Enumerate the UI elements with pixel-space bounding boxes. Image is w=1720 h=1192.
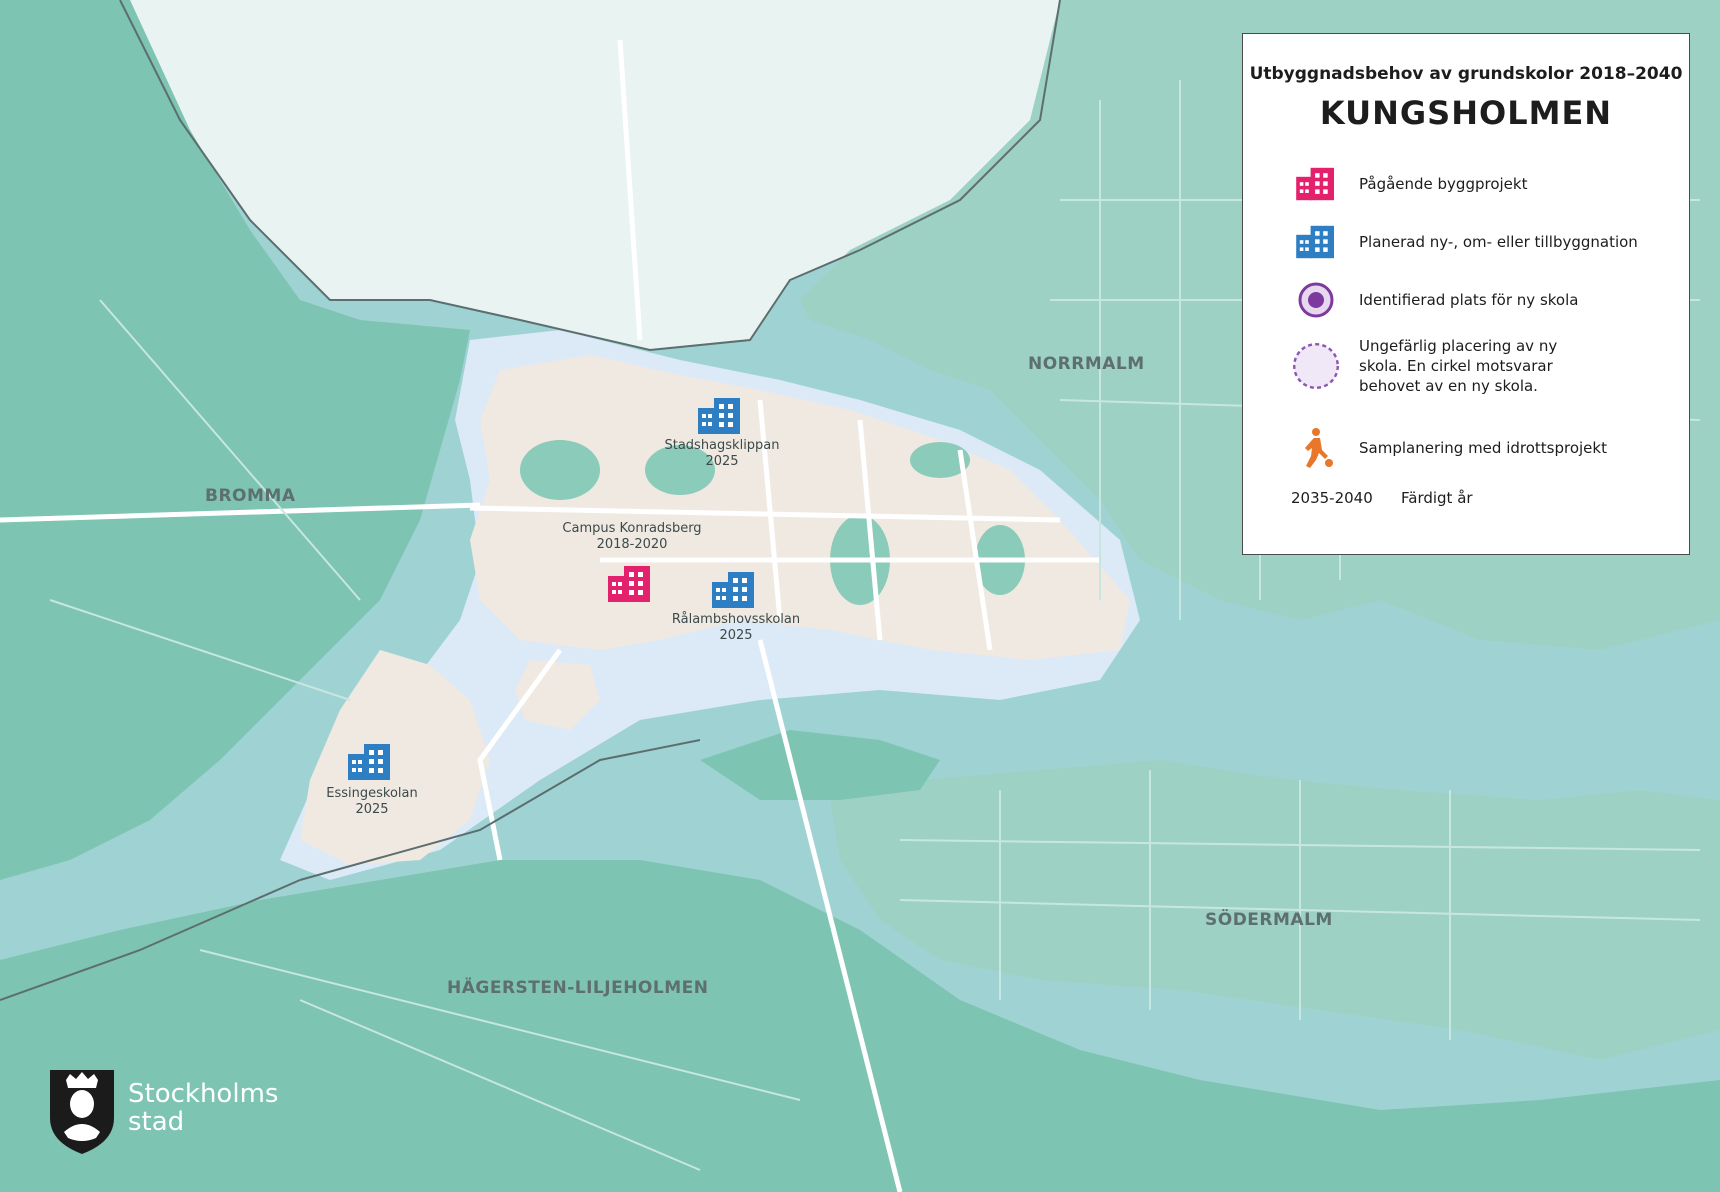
dashed-circle-icon — [1293, 343, 1339, 389]
legend-item-year: 2035-2040 Färdigt år — [1291, 488, 1679, 508]
legend-label: Planerad ny-, om- eller tillbyggnation — [1359, 233, 1638, 251]
purple-circle-icon — [1298, 282, 1334, 318]
legend-item-planned: Planerad ny-, om- eller tillbyggnation — [1291, 217, 1679, 267]
essingen-island — [300, 650, 490, 865]
district-label-sodermalm: SÖDERMALM — [1205, 910, 1333, 930]
legend-item-sports: Samplanering med idrottsprojekt — [1291, 423, 1679, 473]
legend-label: Pågående byggprojekt — [1359, 175, 1528, 193]
district-label-hagersten: HÄGERSTEN-LILJEHOLMEN — [447, 978, 709, 998]
lilla-essingen-island — [515, 660, 600, 730]
legend-item-identified: Identifierad plats för ny skola — [1291, 275, 1679, 325]
legend-title: KUNGSHOLMEN — [1319, 94, 1613, 132]
legend-label: Ungefärlig placering av ny skola. En cir… — [1359, 337, 1558, 395]
langholmen-land — [700, 730, 940, 800]
blue-building-icon[interactable] — [710, 570, 758, 610]
stockholm-crest-icon — [50, 1070, 114, 1154]
legend-subtitle: Utbyggnadsbehov av grundskolor 2018–2040 — [1249, 64, 1683, 84]
legend-year-label: Färdigt år — [1401, 489, 1473, 507]
park-areas — [520, 440, 1025, 605]
brand-line-2: stad — [128, 1107, 185, 1137]
stockholms-stad-logo: Stockholms stad — [48, 1068, 308, 1158]
legend-item-pending: Pågående byggprojekt — [1291, 159, 1679, 209]
street-network — [0, 39, 1100, 1192]
legend-item-approximate: Ungefärlig placering av ny skola. En cir… — [1291, 334, 1679, 398]
district-boundaries — [0, 0, 1061, 1001]
pink-building-icon[interactable] — [606, 564, 654, 604]
map-legend: Utbyggnadsbehov av grundskolor 2018–2040… — [1242, 33, 1690, 555]
pink-building-icon — [1296, 167, 1334, 201]
walking-person-icon — [1305, 428, 1333, 468]
blue-building-icon — [1296, 225, 1334, 259]
blue-building-icon[interactable] — [346, 742, 394, 782]
bromma-land — [0, 0, 470, 880]
district-label-norrmalm: NORRMALM — [1028, 354, 1145, 374]
legend-label: Identifierad plats för ny skola — [1359, 291, 1579, 309]
brand-line-1: Stockholms — [128, 1079, 279, 1109]
legend-label: Samplanering med idrottsprojekt — [1359, 439, 1607, 457]
legend-year-example: 2035-2040 — [1291, 489, 1373, 507]
blue-building-icon[interactable] — [696, 396, 744, 436]
solna-area — [120, 0, 1060, 350]
district-label-bromma: BROMMA — [205, 486, 296, 506]
